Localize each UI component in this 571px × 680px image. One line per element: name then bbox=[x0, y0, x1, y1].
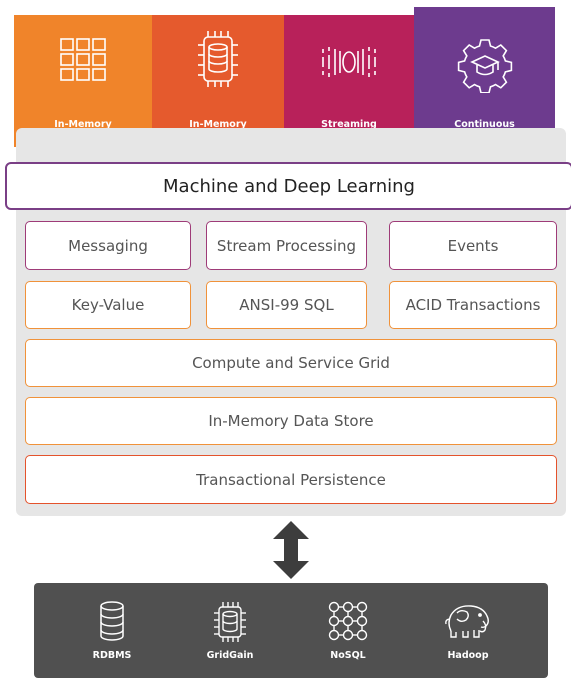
gear-graduation-cap-icon bbox=[457, 39, 512, 93]
storage-hadoop: Hadoop bbox=[408, 583, 528, 678]
storage-gridgain: GridGain bbox=[170, 583, 290, 678]
rdbms-icon bbox=[100, 601, 124, 641]
messaging-box: Messaging bbox=[25, 221, 191, 270]
nosql-icon bbox=[328, 601, 368, 641]
acid-transactions-box: ACID Transactions bbox=[389, 281, 557, 329]
database-chip-icon bbox=[198, 31, 238, 87]
machine-deep-learning-layer: Machine and Deep Learning bbox=[5, 162, 571, 210]
hadoop-elephant-icon bbox=[445, 605, 489, 638]
events-box: Events bbox=[389, 221, 557, 270]
storage-label: GridGain bbox=[206, 650, 254, 661]
storage-label: NoSQL bbox=[330, 650, 366, 661]
grid-icon bbox=[60, 38, 106, 81]
stream-processing-box: Stream Processing bbox=[206, 221, 367, 270]
storage-label: RDBMS bbox=[92, 650, 132, 661]
gridgain-chip-icon bbox=[214, 602, 246, 642]
storage-label: Hadoop bbox=[447, 650, 489, 661]
stream-icon bbox=[322, 47, 376, 77]
bidirectional-arrow-icon bbox=[273, 521, 309, 579]
in-memory-data-store-layer: In-Memory Data Store bbox=[25, 397, 557, 445]
tile-in-memory-data-grid: In-Memory Data Grid bbox=[14, 15, 152, 147]
ansi-sql-box: ANSI-99 SQL bbox=[206, 281, 367, 329]
key-value-box: Key-Value bbox=[25, 281, 191, 329]
transactional-persistence-layer: Transactional Persistence bbox=[25, 455, 557, 504]
storage-backends-panel: RDBMS GridGain NoSQL bbox=[34, 583, 548, 678]
storage-nosql: NoSQL bbox=[288, 583, 408, 678]
compute-service-grid-layer: Compute and Service Grid bbox=[25, 339, 557, 387]
tile-streaming-analytics: Streaming Analytics bbox=[284, 15, 414, 147]
storage-rdbms: RDBMS bbox=[52, 583, 172, 678]
